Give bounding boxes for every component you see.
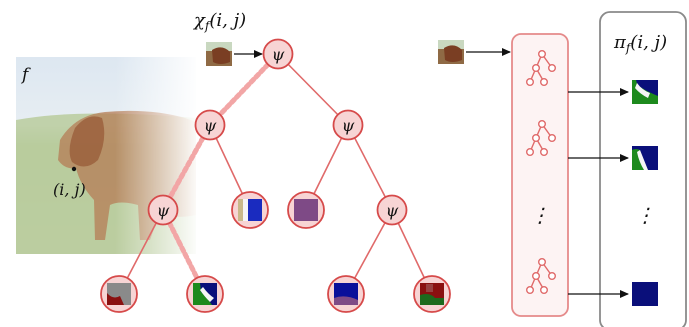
forest-tree-icon-2 <box>526 119 557 156</box>
chi-label: χf(i, j) <box>192 10 246 33</box>
point-label: (i, j) <box>53 180 86 199</box>
leaf-node-5 <box>327 275 365 313</box>
output-patch-2 <box>632 146 658 170</box>
tree-node-root: ψ <box>262 38 294 70</box>
tree-node-left: ψ <box>194 109 226 141</box>
leaf-node-2 <box>287 191 325 229</box>
pi-label: πf(i, j) <box>613 32 667 55</box>
tree-node-left-left: ψ <box>147 194 179 226</box>
forest-input-patch <box>438 40 464 64</box>
leaf-node-3 <box>100 275 138 313</box>
pixel-point <box>71 166 77 172</box>
chi-patch <box>206 42 232 66</box>
svg-text:ψ: ψ <box>386 201 399 220</box>
leaf-node-6 <box>413 275 451 313</box>
output-patch-3 <box>632 282 658 306</box>
forest-panel <box>511 33 569 317</box>
forest-vdots: ⋮ <box>530 203 550 227</box>
tree-node-right: ψ <box>332 109 364 141</box>
output-vdots: ⋮ <box>635 203 655 227</box>
svg-text:ψ: ψ <box>157 201 170 220</box>
forest-tree-icon-3 <box>526 258 557 295</box>
svg-text:ψ: ψ <box>272 45 285 64</box>
svg-text:ψ: ψ <box>342 116 355 135</box>
leaf-node-4 <box>186 275 224 313</box>
forest-tree-icon-1 <box>526 50 557 86</box>
svg-text:ψ: ψ <box>204 116 217 135</box>
output-patch-1 <box>632 80 658 104</box>
image-label-f: f <box>20 65 31 85</box>
tree-node-right-right: ψ <box>376 194 408 226</box>
leaf-node-1 <box>231 191 269 229</box>
